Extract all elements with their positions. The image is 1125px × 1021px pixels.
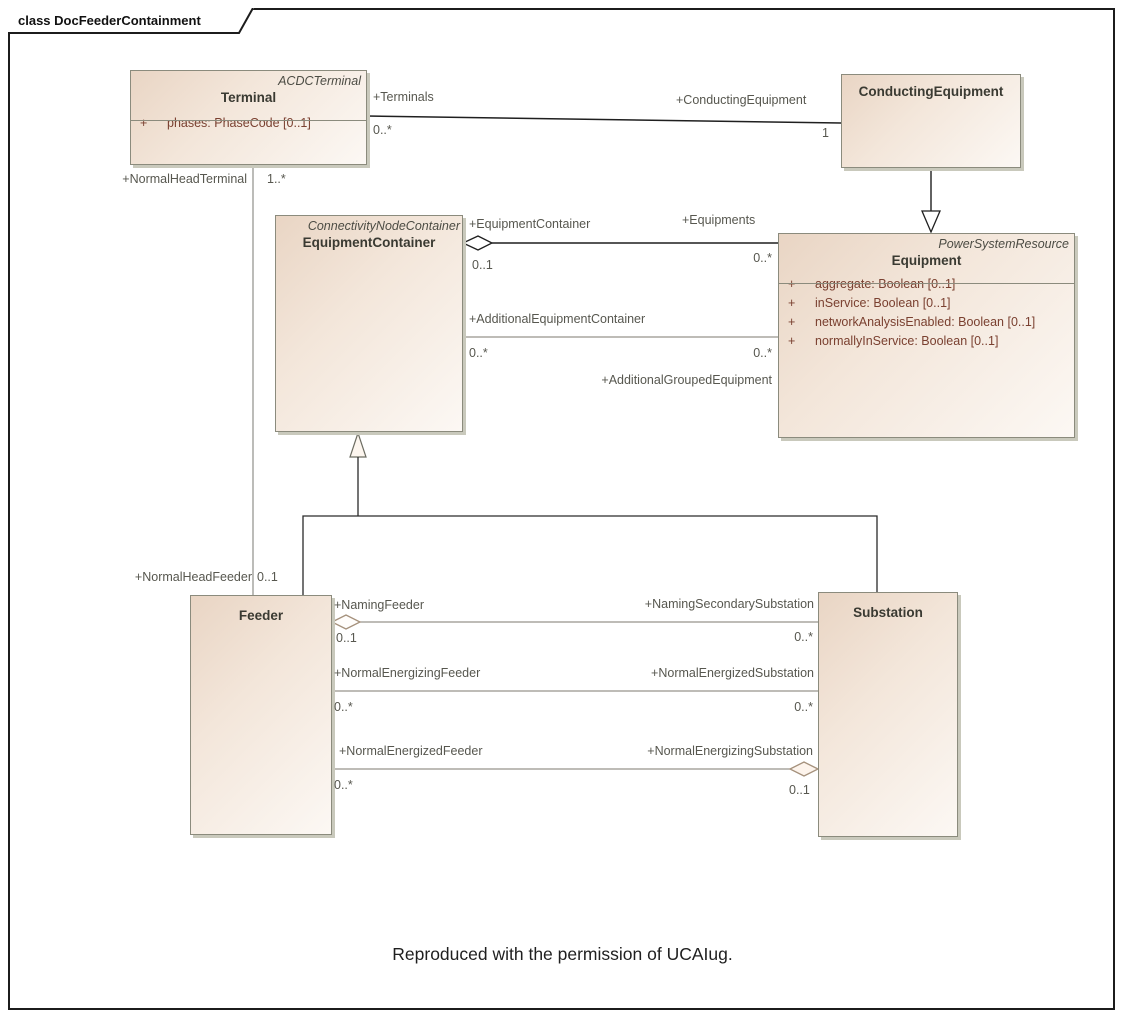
generalization-branch-line (302, 515, 878, 595)
permission-caption: Reproduced with the permission of UCAIug… (392, 944, 733, 964)
multiplicity-normal-energizing-feeder: 0..* (334, 700, 353, 714)
class-name-conducting-equipment: ConductingEquipment (858, 84, 1004, 99)
generalization-arrow-equipment-container (349, 431, 367, 458)
role-label-equipments: +Equipments (682, 213, 756, 227)
association-terminals-line (366, 115, 842, 124)
multiplicity-conducting-equipment: 1 (822, 126, 829, 140)
multiplicity-additional-equipment-container: 0..* (469, 346, 488, 360)
attribute-text: networkAnalysisEnabled: Boolean [0..1] (815, 315, 1036, 329)
compartment-divider (779, 283, 1074, 284)
class-box-conducting-equipment: ConductingEquipment (841, 74, 1021, 168)
attribute-row: + networkAnalysisEnabled: Boolean [0..1] (779, 313, 1074, 332)
diagram-title: class DocFeederContainment (18, 13, 201, 28)
attribute-row: + phases: PhaseCode [0..1] (131, 114, 366, 133)
multiplicity-equipment-container: 0..1 (472, 258, 493, 272)
multiplicity-normal-head-feeder: 0..1 (257, 570, 278, 584)
role-label-normal-head-terminal: +NormalHeadTerminal (122, 172, 247, 186)
multiplicity-equipments: 0..* (753, 251, 772, 265)
role-label-equipment-container: +EquipmentContainer (469, 217, 591, 231)
aggregation-diamond-energizing-substation (788, 761, 820, 777)
stereotype-terminal: ACDCTerminal (278, 74, 361, 88)
attribute-visibility: + (788, 277, 796, 291)
compartment-divider (131, 120, 366, 121)
stereotype-equipment-container: ConnectivityNodeContainer (307, 219, 460, 233)
role-label-naming-feeder: +NamingFeeder (334, 598, 424, 612)
role-label-normal-energized-feeder: +NormalEnergizedFeeder (339, 744, 483, 758)
class-name-feeder: Feeder (238, 608, 284, 623)
attribute-visibility: + (140, 116, 148, 130)
role-label-additional-equipment-container: +AdditionalEquipmentContainer (469, 312, 646, 326)
attribute-visibility: + (788, 296, 796, 310)
role-label-normal-energizing-feeder: +NormalEnergizingFeeder (334, 666, 481, 680)
class-box-terminal: ACDCTerminal Terminal + phases: PhaseCod… (130, 70, 367, 165)
aggregation-diamond-equipment-container (461, 235, 494, 251)
multiplicity-naming-feeder: 0..1 (336, 631, 357, 645)
generalization-arrow-equipment (921, 210, 941, 234)
multiplicity-additional-grouped-equipment: 0..* (753, 346, 772, 360)
class-name-equipment-container: EquipmentContainer (302, 235, 436, 250)
multiplicity-naming-secondary-substation: 0..* (794, 630, 813, 644)
stereotype-equipment: PowerSystemResource (938, 237, 1069, 251)
role-label-normal-head-feeder: +NormalHeadFeeder (134, 570, 252, 584)
attribute-visibility: + (788, 334, 796, 348)
role-label-terminals: +Terminals (373, 90, 434, 104)
multiplicity-normal-energized-substation: 0..* (794, 700, 813, 714)
multiplicity-normal-energizing-substation: 0..1 (789, 783, 810, 797)
diagram-frame (8, 8, 1115, 1010)
role-label-additional-grouped-equipment: +AdditionalGroupedEquipment (601, 373, 772, 387)
attribute-row: + aggregate: Boolean [0..1] (779, 275, 1074, 294)
class-name-substation: Substation (853, 605, 923, 620)
class-name-equipment: Equipment (891, 253, 962, 268)
attribute-text: normallyInService: Boolean [0..1] (815, 334, 999, 348)
attribute-text: aggregate: Boolean [0..1] (815, 277, 956, 291)
role-label-normal-energizing-substation: +NormalEnergizingSubstation (647, 744, 813, 758)
aggregation-diamond-naming-feeder (330, 614, 362, 630)
class-name-terminal: Terminal (220, 90, 277, 105)
multiplicity-normal-head-terminal: 1..* (267, 172, 286, 186)
attribute-visibility: + (788, 315, 796, 329)
class-box-equipment-container: ConnectivityNodeContainer EquipmentConta… (275, 215, 463, 432)
role-label-normal-energized-substation: +NormalEnergizedSubstation (651, 666, 814, 680)
attribute-text: phases: PhaseCode [0..1] (167, 116, 311, 130)
attribute-row: + inService: Boolean [0..1] (779, 294, 1074, 313)
multiplicity-normal-energized-feeder: 0..* (334, 778, 353, 792)
class-box-equipment: PowerSystemResource Equipment + aggregat… (778, 233, 1075, 438)
attribute-row: + normallyInService: Boolean [0..1] (779, 332, 1074, 351)
attribute-text: inService: Boolean [0..1] (815, 296, 951, 310)
role-label-conducting-equipment: +ConductingEquipment (676, 93, 807, 107)
multiplicity-terminals: 0..* (373, 123, 392, 137)
class-box-feeder: Feeder (190, 595, 332, 835)
class-box-substation: Substation (818, 592, 958, 837)
role-label-naming-secondary-substation: +NamingSecondarySubstation (644, 597, 814, 611)
